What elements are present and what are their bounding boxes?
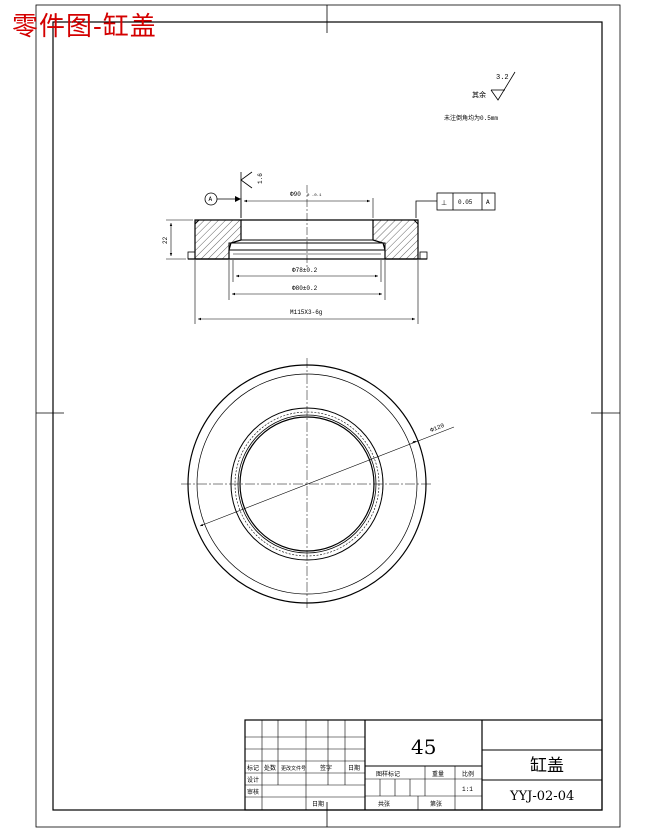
tb-approve: 审核 xyxy=(247,788,259,796)
tb-material: 45 xyxy=(411,735,436,759)
perp-datum: A xyxy=(486,199,490,206)
tb-mark: 标记 xyxy=(247,764,259,772)
tb-drawing-no: YYJ-02-04 xyxy=(509,789,574,804)
title-block xyxy=(244,719,603,811)
tb-design: 设计 xyxy=(247,776,259,784)
dim-bore-2: Φ80±0.2 xyxy=(292,285,318,292)
dim-top-diameter: Φ120 xyxy=(429,422,445,434)
document-title: 零件图-缸盖 xyxy=(12,12,157,42)
outer-border xyxy=(35,4,621,828)
dim-top-bore-text: Φ90 xyxy=(290,191,301,198)
tb-weight: 重量 xyxy=(432,770,444,778)
centering-marks xyxy=(36,5,620,827)
left-hatched-section xyxy=(194,219,242,260)
perpendicularity-frame xyxy=(415,192,496,218)
dim-bore-1: Φ78±0.2 xyxy=(292,267,318,274)
tb-date2: 日期 xyxy=(312,800,324,808)
dim-bores xyxy=(194,260,419,324)
perp-tolerance: 0.05 xyxy=(458,199,473,206)
tb-count: 处数 xyxy=(264,764,276,772)
dim-height xyxy=(166,219,193,260)
tb-change-doc: 更改文件号 xyxy=(281,765,306,772)
tb-part-name: 缸盖 xyxy=(530,755,564,776)
datum-label: A xyxy=(209,196,213,203)
tb-signature: 签字 xyxy=(320,764,332,772)
tb-total: 共张 xyxy=(378,800,390,808)
tb-scale: 1:1 xyxy=(462,786,473,793)
dim-top-bore xyxy=(240,198,374,218)
front-section-view xyxy=(187,185,428,268)
right-hatched-section xyxy=(372,219,419,260)
dim-height-text: 22 xyxy=(162,236,169,244)
inner-frame xyxy=(52,21,603,811)
roughness-symbol xyxy=(490,71,516,101)
top-view xyxy=(181,358,455,610)
tb-drawing-mark: 图样标记 xyxy=(376,770,400,778)
roughness-value: 3.2 xyxy=(496,74,509,82)
tb-date: 日期 xyxy=(348,764,360,772)
roughness-prefix: 其余 xyxy=(472,90,486,100)
tb-sheet: 第张 xyxy=(430,800,442,808)
surface-mark xyxy=(240,171,253,218)
tb-scale-label: 比例 xyxy=(462,770,474,778)
dim-top-bore-tol: 0 -0.1 xyxy=(307,194,322,198)
dim-thread: M115X3-6g xyxy=(290,309,323,316)
perp-symbol: ⊥ xyxy=(441,200,447,208)
tech-requirement-note: 未注倒角均为0.5mm xyxy=(444,114,498,122)
surface-mark-value: 1.6 xyxy=(257,173,264,184)
